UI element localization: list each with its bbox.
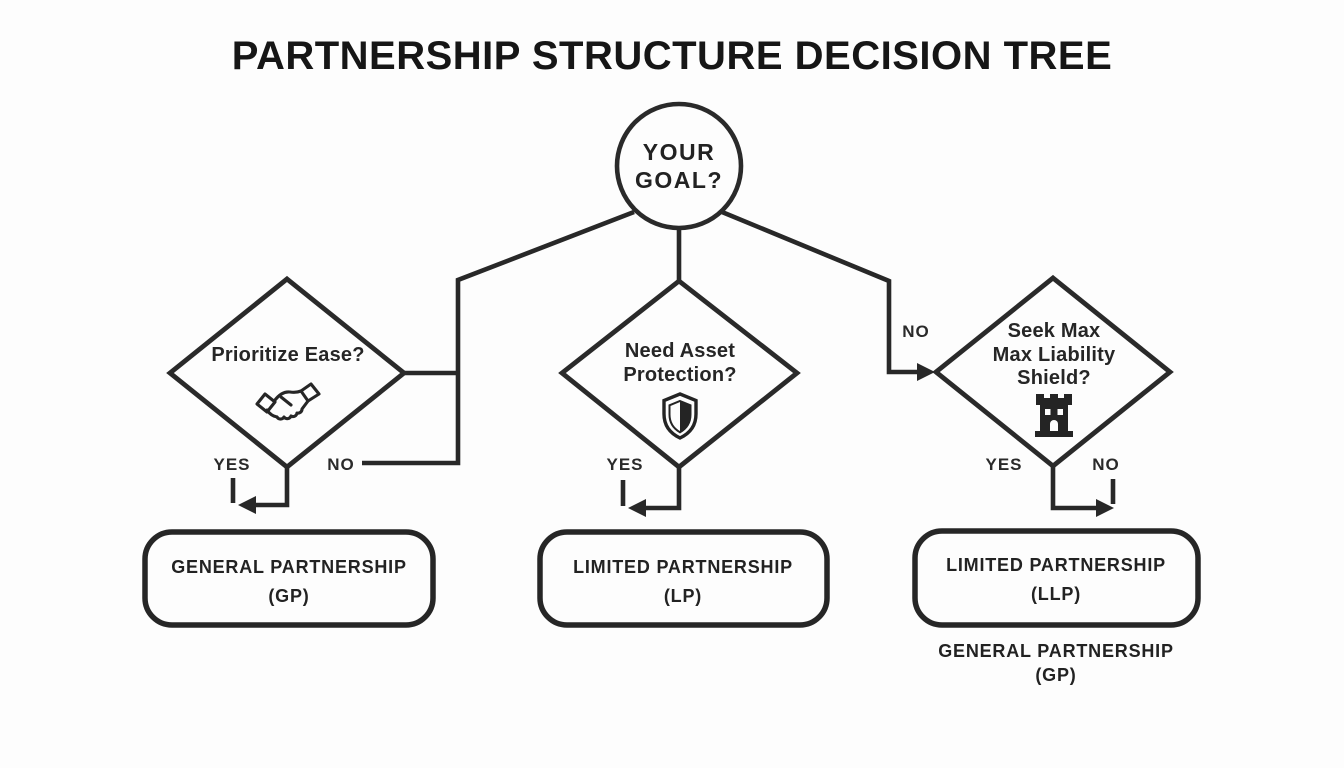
connector-root-to-ease: [362, 209, 635, 466]
outcome-llp-label: LIMITED PARTNERSHIP (LLP): [946, 551, 1166, 609]
liability-question-line1: Seek Max: [1007, 320, 1101, 342]
arrowhead-liability-no: [1096, 499, 1114, 517]
asset-question-line2: Protection?: [623, 364, 737, 386]
gp-line1: GENERAL PARTNERSHIP: [171, 557, 407, 577]
handshake-icon: [255, 382, 321, 421]
lp-line1: LIMITED PARTNERSHIP: [573, 557, 793, 577]
shield-icon: [662, 392, 698, 440]
castle-icon: [1035, 394, 1073, 437]
connector-root-to-liability: [721, 209, 920, 375]
label-liability-yes: YES: [985, 455, 1023, 474]
diamond-asset-shape: [558, 277, 801, 471]
liability-question-line3: Shield?: [1017, 367, 1091, 389]
label-ease-no: NO: [327, 455, 355, 474]
arrowhead-ease-yes: [238, 496, 256, 514]
label-asset-yes: YES: [606, 455, 644, 474]
outcome-gp-label: GENERAL PARTNERSHIP (GP): [171, 553, 407, 611]
diamond-liability-shape: [932, 274, 1174, 470]
page-title: PARTNERSHIP STRUCTURE DECISION TREE: [231, 34, 1113, 78]
connector-liability-no: [1050, 466, 1098, 511]
root-node-circle: [614, 101, 744, 231]
question-seek-max-liability: Seek Max Max Liability Shield?: [993, 320, 1116, 391]
label-liability-no: NO: [1092, 455, 1120, 474]
outcome-llp-footnote: GENERAL PARTNERSHIP (GP): [938, 639, 1174, 687]
llp-line2: (LLP): [1031, 584, 1081, 604]
label-branch-no: NO: [902, 322, 930, 341]
question-need-asset-protection: Need Asset Protection?: [623, 339, 736, 387]
question-prioritize-ease: Prioritize Ease?: [211, 344, 365, 366]
footnote-line2: (GP): [1035, 665, 1077, 685]
arrowhead-asset-yes: [628, 499, 646, 517]
connector-asset-yes: [642, 466, 682, 511]
footnote-line1: GENERAL PARTNERSHIP: [938, 641, 1174, 661]
gp-line2: (GP): [268, 586, 310, 606]
root-node-line2: GOAL?: [635, 167, 723, 193]
root-node-label: YOUR GOAL?: [635, 138, 723, 194]
root-node-line1: YOUR: [642, 139, 716, 165]
asset-question-line1: Need Asset: [624, 340, 736, 362]
diamond-ease-shape: [166, 275, 408, 471]
liability-question-line2: Max Liability: [992, 343, 1116, 366]
outcome-lp-box: [537, 529, 830, 628]
llp-line1: LIMITED PARTNERSHIP: [946, 555, 1166, 575]
outcome-gp-box: [142, 529, 436, 628]
outcome-lp-label: LIMITED PARTNERSHIP (LP): [573, 553, 793, 611]
connector-ease-yes: [252, 466, 290, 508]
outcome-llp-box: [912, 528, 1201, 628]
lp-line2: (LP): [663, 586, 703, 606]
arrowhead-into-liability: [917, 363, 935, 381]
label-ease-yes: YES: [213, 455, 251, 474]
